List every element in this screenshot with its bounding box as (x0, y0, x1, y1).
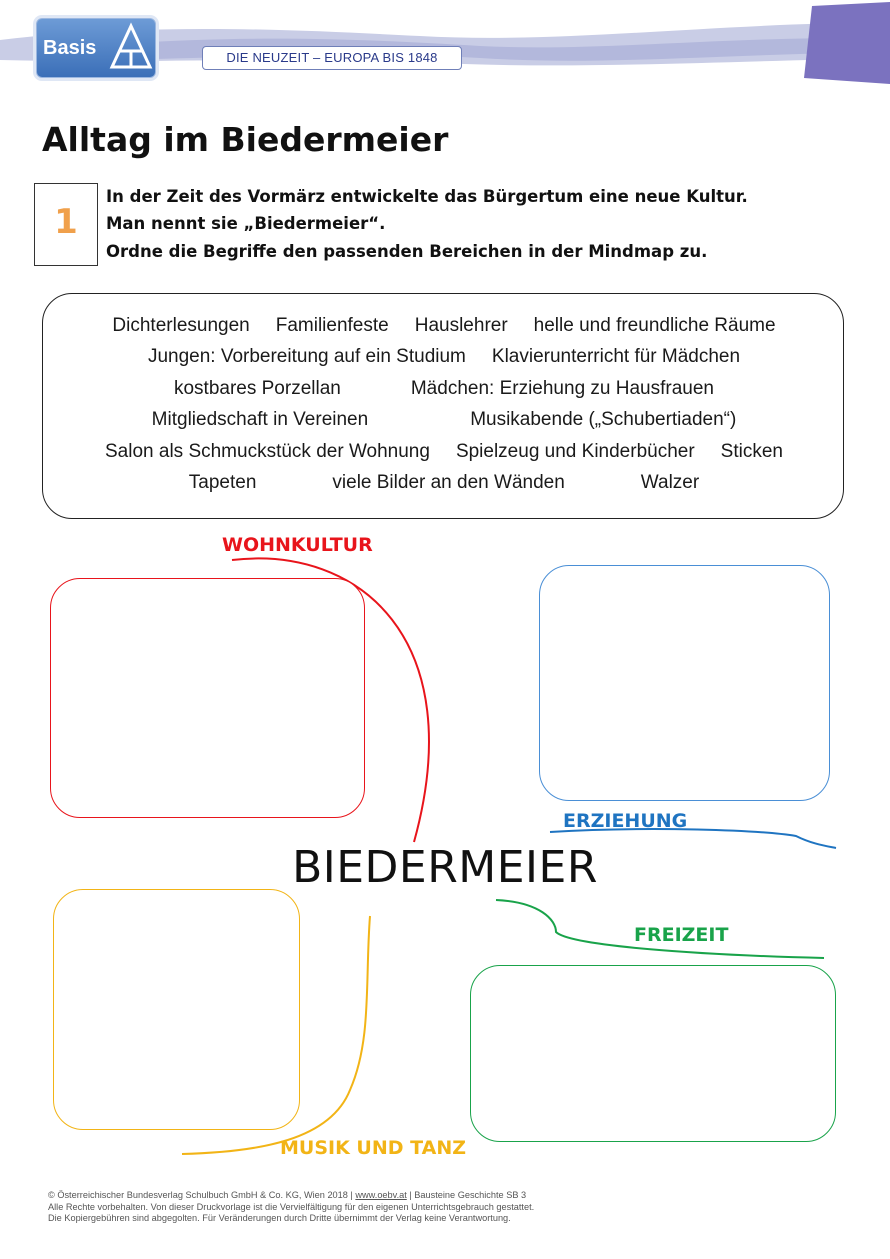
instruction-line-1: In der Zeit des Vormärz entwickelte das … (106, 187, 748, 206)
category-erziehung: ERZIEHUNG (563, 810, 688, 832)
logo-text: Basis (43, 37, 97, 59)
footer-line-1: © Österreichischer Bundesverlag Schulbuc… (48, 1190, 527, 1200)
term: Tapeten (188, 472, 257, 493)
term: helle und freundliche Räume (533, 315, 776, 336)
page-title: Alltag im Biedermeier (42, 120, 449, 159)
category-wohnkultur: WOHNKULTUR (222, 534, 373, 556)
term: Sticken (720, 441, 783, 462)
task-number-box: 1 (34, 183, 98, 266)
term: Walzer (640, 472, 700, 493)
freizeit-connector (495, 899, 825, 959)
freizeit-answer-box[interactable] (470, 965, 836, 1142)
erziehung-connector (549, 828, 837, 849)
footer-line-3: Die Kopiergebühren sind abgegolten. Für … (48, 1213, 511, 1223)
footer: © Österreichischer Bundesverlag Schulbuc… (48, 1190, 534, 1225)
term: Mitgliedschaft in Vereinen (151, 409, 369, 430)
pyramid-icon (109, 22, 153, 69)
wohnkultur-answer-box[interactable] (50, 578, 365, 818)
mindmap-center: BIEDERMEIER (292, 842, 598, 893)
publisher-link[interactable]: www.oebv.at (355, 1190, 407, 1200)
term: Musikabende („Schubertiaden“) (470, 409, 737, 430)
term: Dichterlesungen (112, 315, 250, 336)
musik-answer-box[interactable] (53, 889, 300, 1130)
term: kostbares Porzellan (173, 378, 341, 399)
term-row: Jungen: Vorbereitung auf ein Studium Kla… (43, 346, 845, 368)
term-row: Mitgliedschaft in Vereinen Musikabende (… (43, 409, 845, 431)
task-number: 1 (54, 202, 78, 242)
musik-connector (181, 915, 371, 1155)
category-musik-und-tanz: MUSIK UND TANZ (280, 1137, 467, 1159)
term-row: Tapeten viele Bilder an den Wänden Walze… (43, 472, 845, 494)
term: viele Bilder an den Wänden (332, 472, 565, 493)
term: Jungen: Vorbereitung auf ein Studium (147, 346, 466, 367)
chapter-label: DIE NEUZEIT – EUROPA BIS 1848 (202, 46, 462, 70)
term: Klavierunterricht für Mädchen (491, 346, 741, 367)
instruction-line-3: Ordne die Begriffe den passenden Bereich… (106, 242, 708, 261)
term: Mädchen: Erziehung zu Hausfrauen (410, 378, 714, 399)
term-box: Dichterlesungen Familienfeste Hauslehrer… (42, 293, 844, 519)
term: Familienfeste (275, 315, 389, 336)
category-freizeit: FREIZEIT (634, 924, 729, 946)
term-row: Dichterlesungen Familienfeste Hauslehrer… (43, 315, 845, 337)
erziehung-answer-box[interactable] (539, 565, 830, 801)
term-row: kostbares Porzellan Mädchen: Erziehung z… (43, 378, 845, 400)
instruction-line-2: Man nennt sie „Biedermeier“. (106, 214, 386, 233)
term: Spielzeug und Kinderbücher (455, 441, 695, 462)
term-row: Salon als Schmuckstück der Wohnung Spiel… (43, 441, 845, 463)
term: Hauslehrer (414, 315, 508, 336)
wohnkultur-connector (231, 557, 430, 843)
publisher-logo: Basis (36, 18, 156, 78)
term: Salon als Schmuckstück der Wohnung (105, 441, 430, 462)
footer-line-2: Alle Rechte vorbehalten. Von dieser Druc… (48, 1201, 535, 1212)
